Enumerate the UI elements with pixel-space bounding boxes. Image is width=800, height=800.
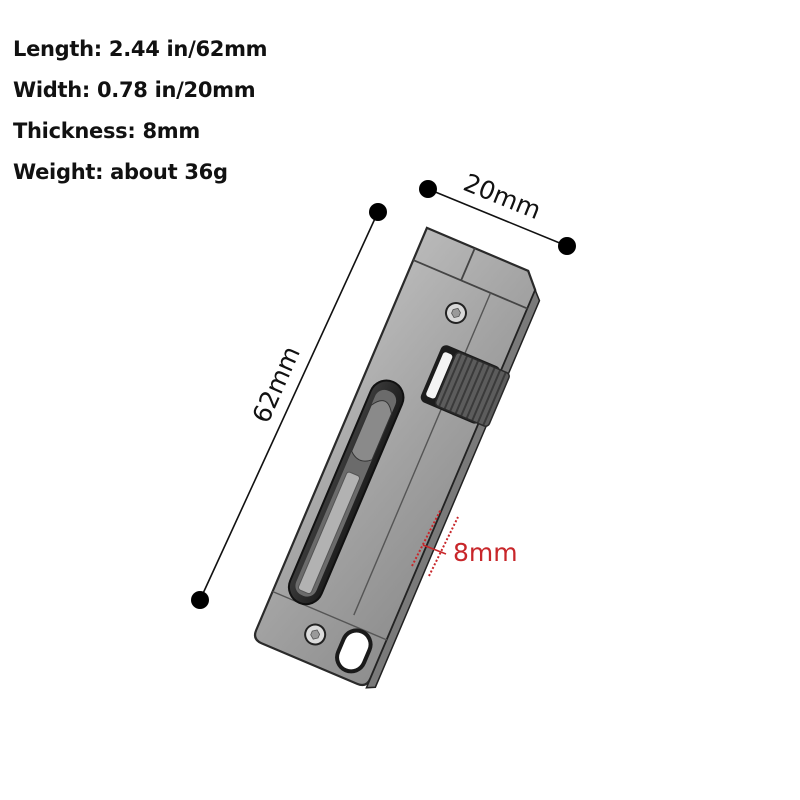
width-endpoint-right — [558, 237, 576, 255]
screw-top-icon — [444, 301, 467, 324]
screw-bottom-icon — [304, 623, 327, 646]
spec-list: Length: 2.44 in/62mm Width: 0.78 in/20mm… — [13, 29, 268, 193]
spec-width: Width: 0.78 in/20mm — [13, 78, 256, 102]
width-dimension-line — [419, 180, 576, 255]
knurled-wheel — [434, 351, 510, 428]
thickness-marker — [411, 508, 459, 577]
hex-bit — [297, 471, 361, 595]
length-endpoint-bottom — [191, 591, 209, 609]
width-endpoint-left — [419, 180, 437, 198]
keyring-hole — [335, 628, 373, 674]
length-dimension-line — [191, 203, 387, 609]
spec-weight: Weight: about 36g — [13, 160, 228, 184]
tool-body — [253, 226, 541, 689]
spec-length: Length: 2.44 in/62mm — [13, 37, 268, 61]
spec-thickness: Thickness: 8mm — [13, 119, 200, 143]
length-endpoint-top — [369, 203, 387, 221]
thickness-label: 8mm — [453, 538, 518, 567]
